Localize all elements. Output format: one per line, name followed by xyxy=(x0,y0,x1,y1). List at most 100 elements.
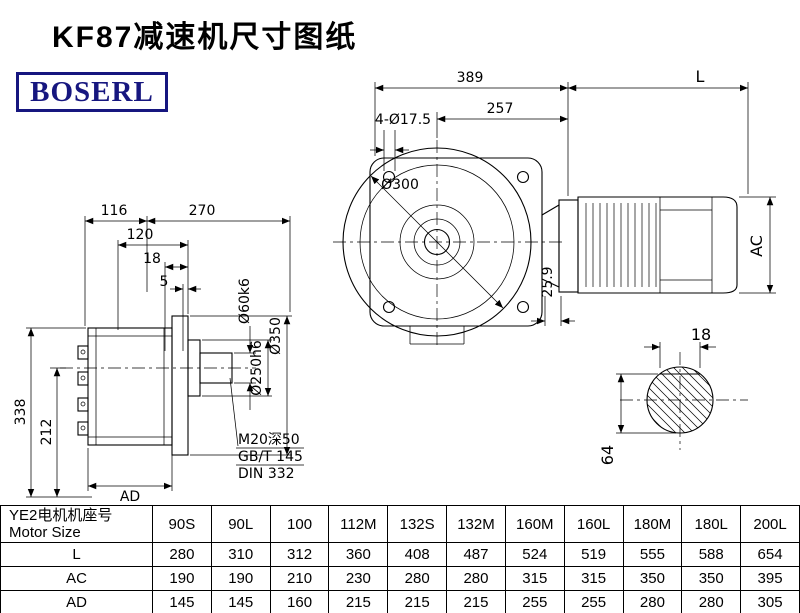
dim-120: 120 xyxy=(117,227,189,330)
table-cell: 588 xyxy=(681,542,742,567)
dim-ad-label: AD xyxy=(120,489,140,505)
dia-60-label: Ø60k6 xyxy=(237,278,253,324)
table-cell: 190 xyxy=(152,566,212,591)
dim-212: 212 xyxy=(39,367,66,497)
shaft-hatching xyxy=(647,367,713,433)
table-cell: 190 xyxy=(210,566,271,591)
table-row-l: L 280 310 312 360 408 487 524 519 555 58… xyxy=(0,542,800,567)
motor-size-header-cn: YE2电机机座号 xyxy=(9,507,113,524)
dim-5-label: 5 xyxy=(160,274,169,290)
table-cell: 280 xyxy=(152,542,212,567)
dim-5: 5 xyxy=(160,274,201,351)
table-cell: 145 xyxy=(210,590,271,613)
thread-notes: M20深50 GB/T 145 DIN 332 xyxy=(229,377,304,482)
col-header: 200L xyxy=(740,505,800,543)
technical-drawing: 116 270 120 18 5 xyxy=(13,67,776,505)
row-label: L xyxy=(0,542,153,567)
table-cell: 280 xyxy=(622,590,683,613)
table-cell: 215 xyxy=(446,590,506,613)
side-view: 116 270 120 18 5 xyxy=(13,203,304,505)
dim-dia250: Ø250h6 xyxy=(202,339,272,397)
table-cell: 315 xyxy=(504,566,565,591)
front-view: Ø300 xyxy=(333,67,776,349)
dim-116-label: 116 xyxy=(101,203,128,219)
dim-116-270: 116 270 xyxy=(84,203,291,326)
dim-25-9-label: 25.9 xyxy=(540,266,556,297)
table-cell: 350 xyxy=(681,566,742,591)
dim-l-label: L xyxy=(696,67,705,86)
dim-ac: AC xyxy=(739,196,776,294)
shaft-end-view: 18 64 xyxy=(598,325,748,465)
table-cell: 280 xyxy=(446,566,506,591)
table-cell: 519 xyxy=(563,542,624,567)
table-cell: 360 xyxy=(328,542,389,567)
table-cell: 255 xyxy=(563,590,624,613)
dim-338: 338 xyxy=(13,327,92,498)
table-cell: 145 xyxy=(152,590,212,613)
note-std2-label: DIN 332 xyxy=(238,466,295,482)
dim-18-side: 18 xyxy=(143,251,188,351)
dim-270-label: 270 xyxy=(189,203,216,219)
row-label: AC xyxy=(0,566,153,591)
col-header: 100 xyxy=(269,505,330,543)
brand-logo: BOSERL xyxy=(16,72,168,112)
table-cell: 280 xyxy=(681,590,742,613)
col-header: 132M xyxy=(446,505,506,543)
table-cell: 524 xyxy=(504,542,565,567)
table-cell: 654 xyxy=(740,542,800,567)
col-header: 132S xyxy=(387,505,448,543)
table-cell: 215 xyxy=(328,590,389,613)
dim-dia350: Ø350 xyxy=(190,315,292,456)
col-header: 180L xyxy=(681,505,742,543)
motor-fins xyxy=(585,203,657,287)
dim-120-label: 120 xyxy=(127,227,154,243)
dim-64: 64 xyxy=(598,373,676,465)
table-cell: 395 xyxy=(740,566,800,591)
page-title: KF87减速机尺寸图纸 xyxy=(52,21,358,54)
col-header: 90S xyxy=(152,505,212,543)
dim-ad: AD xyxy=(87,448,173,505)
dim-64-label: 64 xyxy=(598,445,617,465)
motor-size-header: YE2电机机座号 Motor Size xyxy=(0,505,153,543)
table-cell: 350 xyxy=(622,566,683,591)
table-cell: 230 xyxy=(328,566,389,591)
dim-25-9: 25.9 xyxy=(531,266,575,326)
dia-350-label: Ø350 xyxy=(268,317,284,355)
table-cell: 305 xyxy=(740,590,800,613)
table-cell: 315 xyxy=(563,566,624,591)
dim-338-label: 338 xyxy=(13,399,29,426)
table-header-row: YE2电机机座号 Motor Size 90S 90L 100 112M 132… xyxy=(0,505,800,543)
table-cell: 555 xyxy=(622,542,683,567)
table-cell: 408 xyxy=(387,542,448,567)
col-header: 160L xyxy=(563,505,624,543)
dim-389-label: 389 xyxy=(457,70,484,86)
dia-250-label: Ø250h6 xyxy=(249,340,265,396)
dim-18-shaft: 18 xyxy=(644,325,716,368)
table-cell: 255 xyxy=(504,590,565,613)
dim-212-label: 212 xyxy=(39,419,55,446)
table-cell: 215 xyxy=(387,590,448,613)
col-header: 180M xyxy=(622,505,683,543)
dim-dia60: Ø60k6 xyxy=(234,278,256,410)
table-cell: 280 xyxy=(387,566,448,591)
col-header: 90L xyxy=(210,505,271,543)
dim-389-l-257: 389 L 257 xyxy=(374,67,749,196)
brand-logo-text: BOSERL xyxy=(30,75,154,108)
dim-dia300: Ø300 xyxy=(370,175,504,309)
note-std1-label: GB/T 145 xyxy=(238,449,303,465)
gearbox-housing-side xyxy=(77,327,173,446)
table-row-ac: AC 190 190 210 230 280 280 315 315 350 3… xyxy=(0,566,800,591)
table-cell: 160 xyxy=(269,590,330,613)
table-cell: 312 xyxy=(269,542,330,567)
dim-holes: 4-Ø17.5 xyxy=(370,112,431,171)
table-cell: 310 xyxy=(210,542,271,567)
motor-size-header-en: Motor Size xyxy=(9,524,81,541)
table-row-ad: AD 145 145 160 215 215 215 255 255 280 2… xyxy=(0,590,800,613)
dim-18-shaft-label: 18 xyxy=(691,325,711,344)
note-thread-label: M20深50 xyxy=(238,432,300,448)
dia-300-label: Ø300 xyxy=(381,177,419,193)
motor-size-table: YE2电机机座号 Motor Size 90S 90L 100 112M 132… xyxy=(0,505,800,613)
col-header: 160M xyxy=(504,505,565,543)
holes-note-label: 4-Ø17.5 xyxy=(375,112,431,128)
